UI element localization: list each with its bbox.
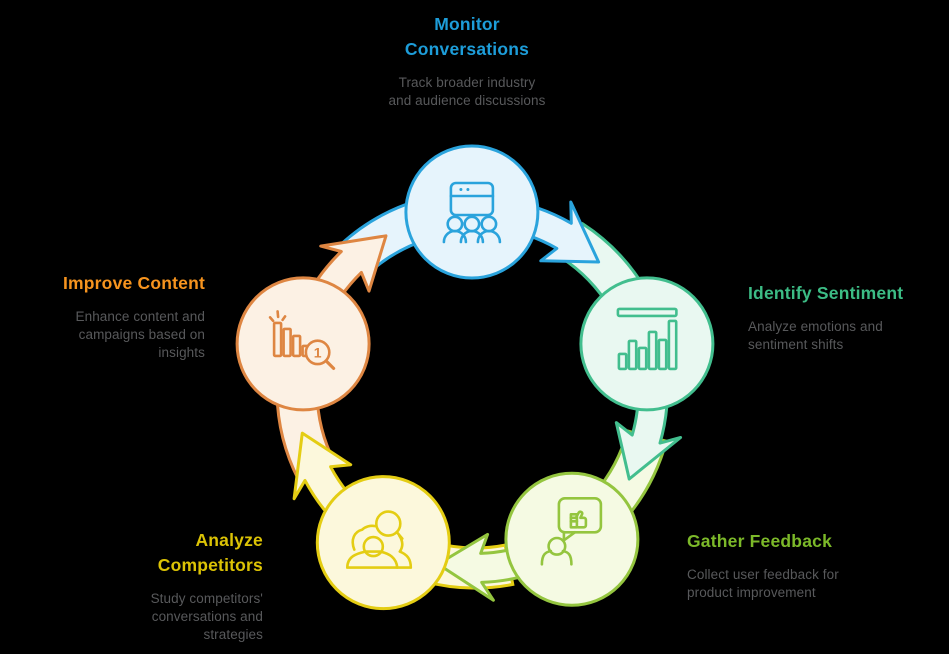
node-circle-monitor-conversations [404, 144, 540, 280]
node-label-monitor-conversations: Monitor Conversations Track broader indu… [337, 12, 597, 110]
node-circle-identify-sentiment [579, 276, 715, 412]
people-magnifier-icon [346, 510, 413, 569]
cycle-arrow-analyze-competitors-to-improve-content [292, 431, 353, 513]
node-description-identify-sentiment: Analyze emotions and sentiment shifts [748, 319, 883, 352]
user-feedback-bubble-icon [540, 496, 603, 566]
node-circle-gather-feedback [504, 471, 640, 607]
node-label-identify-sentiment: Identify Sentiment Analyze emotions and … [748, 281, 949, 354]
cycle-arrow-identify-sentiment-to-gather-feedback [614, 402, 683, 481]
node-title-monitor-conversations: Monitor Conversations [404, 14, 530, 59]
node-description-gather-feedback: Collect user feedback for product improv… [687, 567, 839, 600]
node-title-analyze-competitors: Analyze Competitors [157, 530, 263, 575]
magnifier-rank-label: 1 [314, 344, 322, 360]
node-label-gather-feedback: Gather Feedback Collect user feedback fo… [687, 529, 927, 602]
node-circle-improve-content [235, 276, 371, 412]
node-title-improve-content: Improve Content [62, 273, 205, 293]
audience-browser-icon [442, 181, 502, 244]
node-description-improve-content: Enhance content and campaigns based on i… [75, 309, 205, 360]
node-label-improve-content: Improve Content Enhance content and camp… [0, 271, 205, 362]
node-title-identify-sentiment: Identify Sentiment [748, 283, 904, 303]
node-description-analyze-competitors: Study competitors' conversations and str… [150, 591, 263, 642]
bar-chart-icon [616, 307, 678, 371]
node-title-gather-feedback: Gather Feedback [687, 531, 832, 551]
node-label-analyze-competitors: Analyze Competitors Study competitors' c… [43, 528, 263, 644]
chart-magnifier-icon: 1 [268, 310, 336, 370]
cycle-arrow-improve-content-to-monitor-conversations [315, 234, 388, 298]
node-description-monitor-conversations: Track broader industry and audience disc… [388, 75, 546, 108]
cycle-arrow-monitor-conversations-to-identify-sentiment [526, 200, 601, 264]
